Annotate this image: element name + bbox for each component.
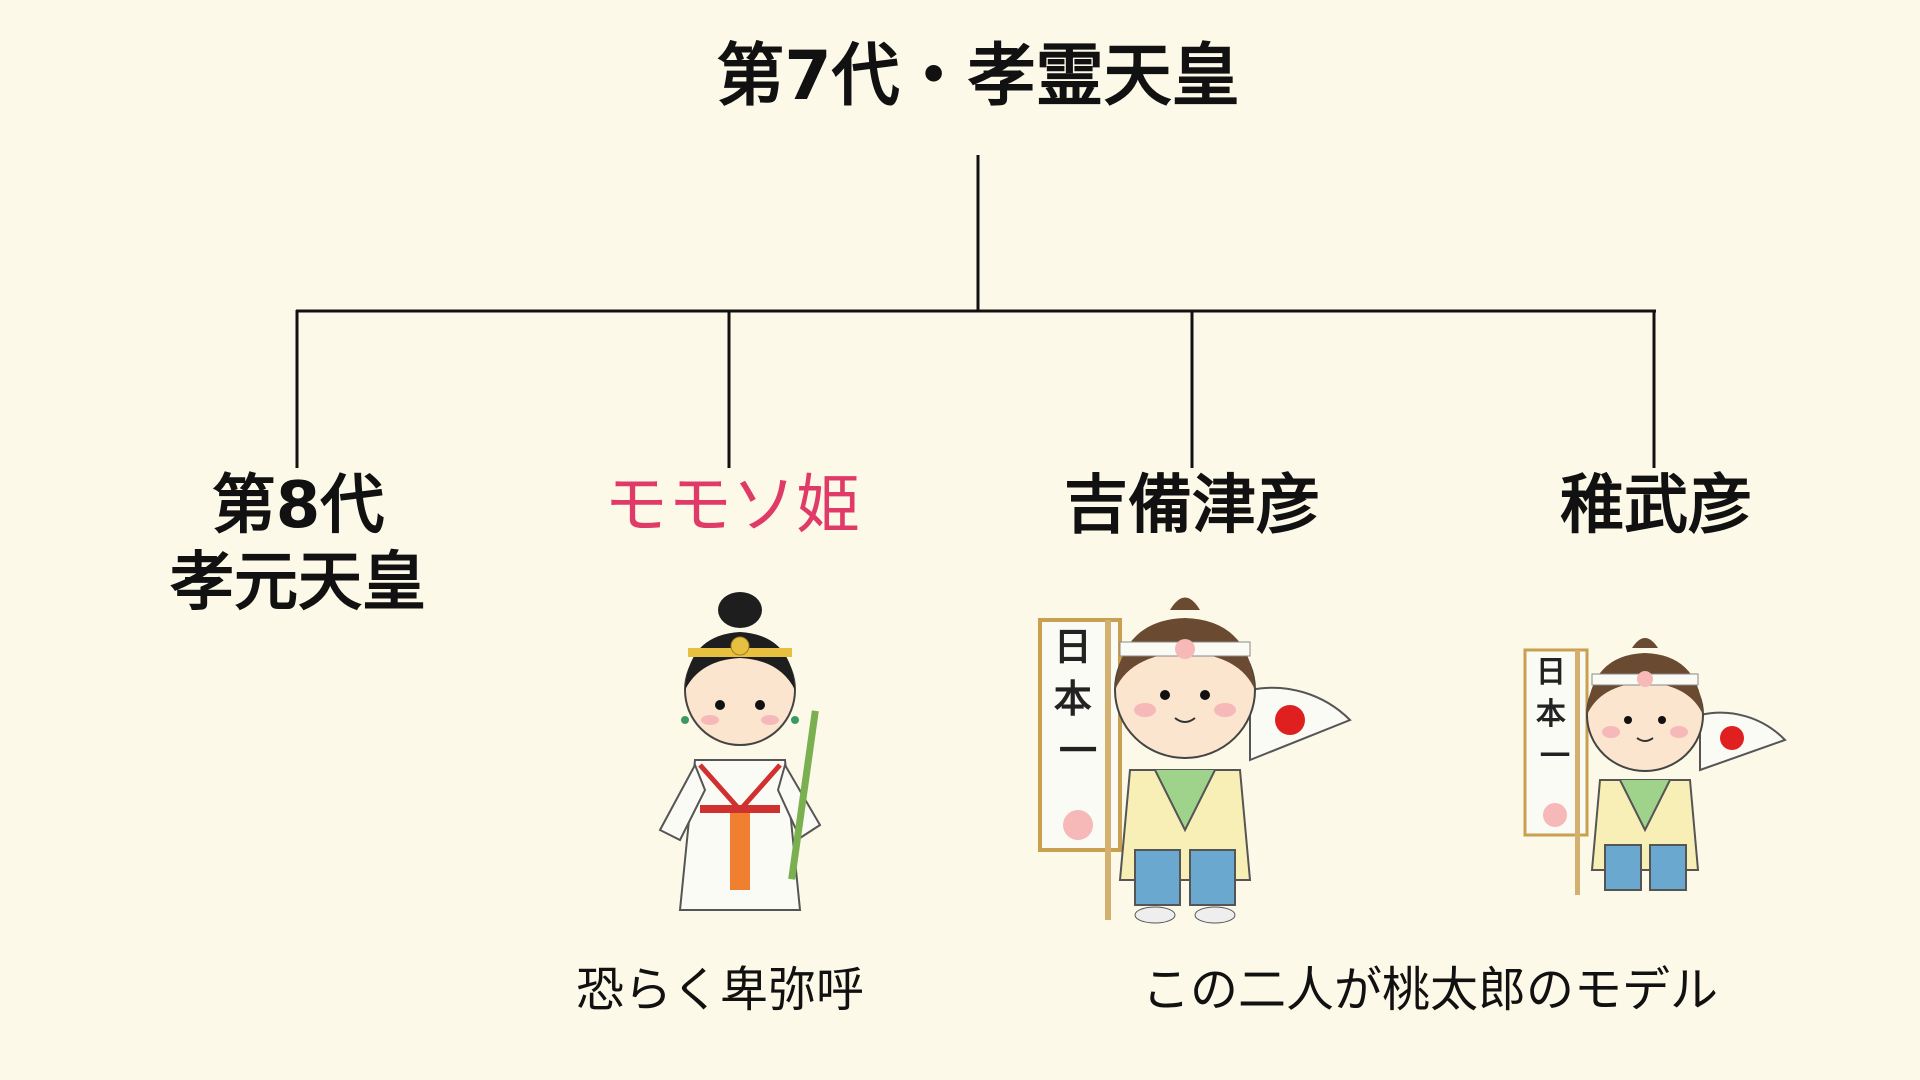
child-4-line-1: 稚武彦 xyxy=(1560,469,1752,543)
momotaro-model-note: この二人が桃太郎のモデル xyxy=(1141,962,1719,1018)
momotaro-kibitsuhiko-illustration: 日 本 一 xyxy=(1038,597,1352,924)
child-3-line-1: 吉備津彦 xyxy=(1064,469,1320,543)
child-1-line-1: 第8代 xyxy=(211,469,385,543)
himiko-note: 恐らく卑弥呼 xyxy=(575,962,865,1018)
wakatake-banner-text: 日 本 一 xyxy=(1536,656,1574,773)
shrine-maiden-illustration xyxy=(658,592,822,911)
child-kibitsuhiko: 吉備津彦 xyxy=(1064,468,1320,545)
child-koogen-emperor: 第8代 孝元天皇 xyxy=(170,468,426,622)
kibi-banner-text: 日 本 一 xyxy=(1054,627,1103,773)
momotaro-wakatakehiko-illustration: 日 本 一 xyxy=(1523,638,1787,895)
root-emperor-label: 第7代・孝霊天皇 xyxy=(716,37,1240,116)
child-wakatakehiko: 稚武彦 xyxy=(1560,468,1752,545)
child-2-line-1: モモソ姫 xyxy=(604,469,860,543)
child-1-line-2: 孝元天皇 xyxy=(170,545,426,620)
child-momoso-hime: モモソ姫 xyxy=(604,468,860,545)
